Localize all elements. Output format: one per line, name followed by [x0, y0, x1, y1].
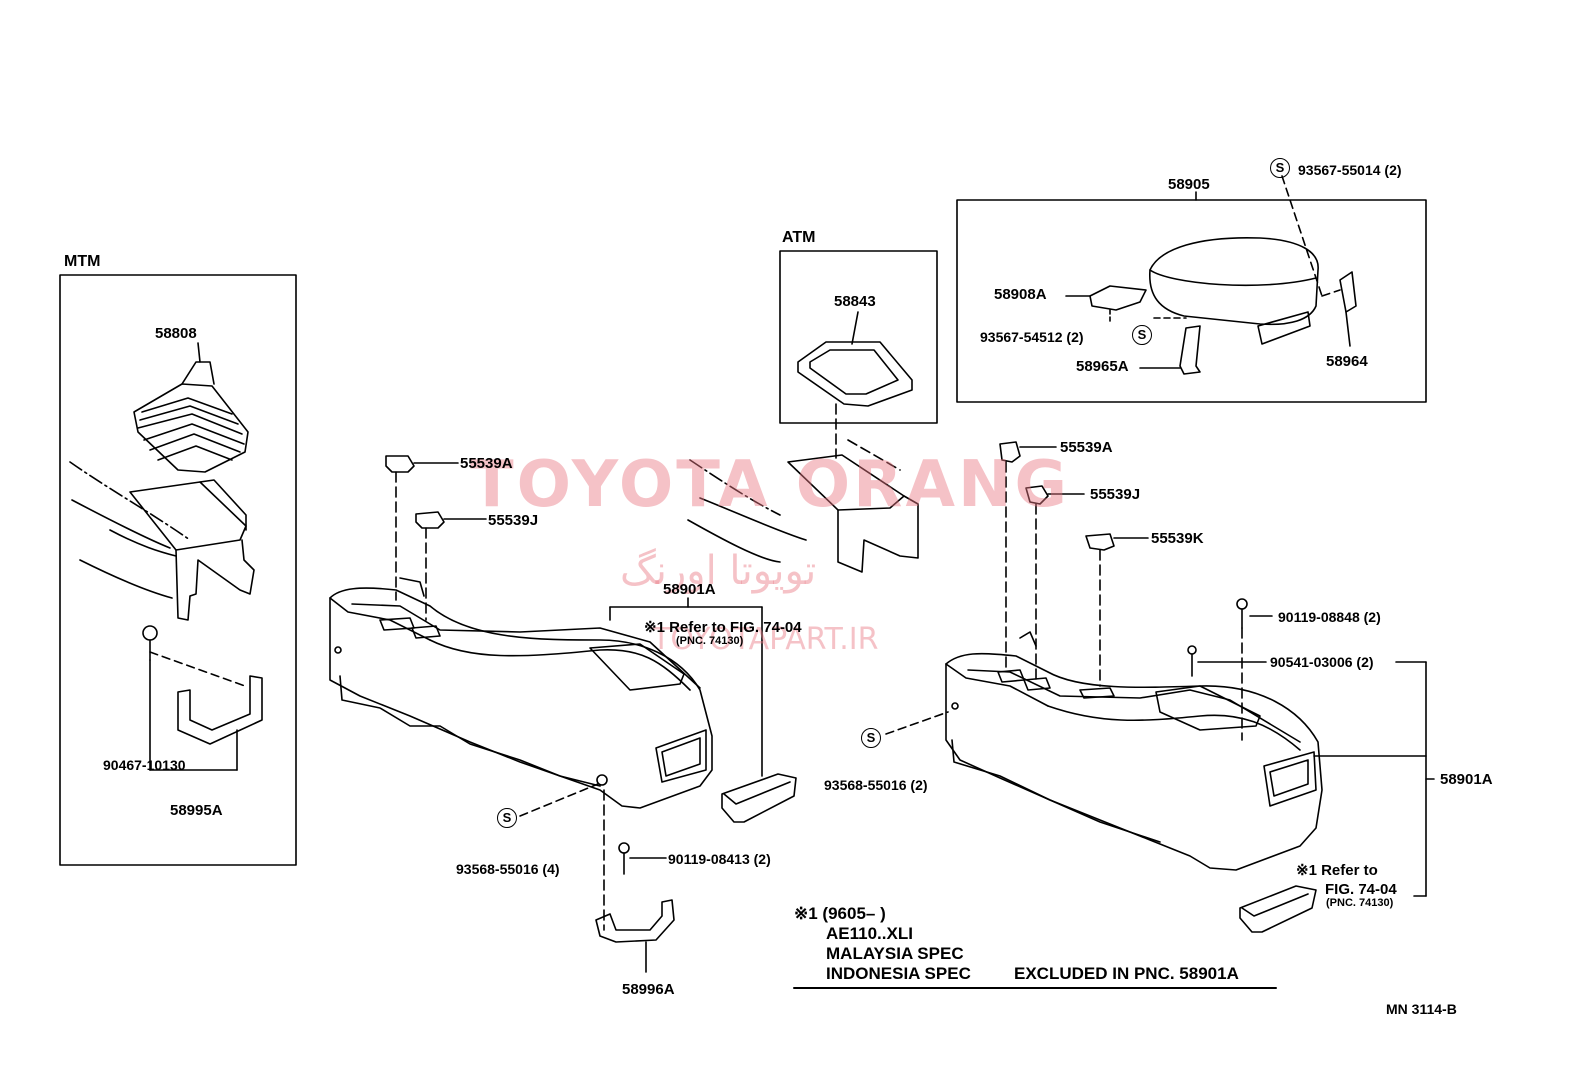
clip-55539J-right	[1025, 485, 1085, 681]
clip-55539A-right	[999, 441, 1057, 671]
s-mark-93568-right: S	[861, 728, 881, 748]
s-mark-93568-left: S	[497, 808, 517, 828]
part-label-58843: 58843	[834, 293, 876, 310]
mtm-box	[59, 274, 297, 866]
part-label-58996A: 58996A	[622, 981, 675, 998]
ref-left: ※1 Refer to FIG. 74-04	[644, 619, 802, 636]
part-label-58901A-right: 58901A	[1440, 771, 1493, 788]
gate-plate-58843	[797, 311, 913, 407]
console-segment-mtm	[69, 461, 255, 621]
screw-90541	[1187, 645, 1267, 677]
ref-right-1: ※1 Refer to	[1296, 862, 1378, 879]
part-label-93568-55016-right: 93568-55016 (2)	[824, 777, 928, 793]
pocket-right	[1239, 885, 1317, 933]
part-label-93567-54512: 93567-54512 (2)	[980, 329, 1084, 345]
screw-90119-08848	[1236, 598, 1273, 741]
part-label-58808: 58808	[155, 325, 197, 342]
armrest-box-58905	[956, 175, 1427, 403]
part-label-58908A: 58908A	[994, 286, 1047, 303]
part-label-90119-08848: 90119-08848 (2)	[1278, 609, 1381, 625]
ref-bracket-left	[609, 597, 763, 777]
part-label-58965A: 58965A	[1076, 358, 1129, 375]
bracket-58996A	[595, 899, 675, 973]
part-label-90119-08413: 90119-08413 (2)	[668, 851, 771, 867]
part-label-55539J-right: 55539J	[1090, 486, 1141, 503]
screw-93568-left	[519, 783, 599, 817]
part-label-55539A-left: 55539A	[460, 455, 513, 472]
console-segment-atm	[687, 403, 919, 573]
page-code: MN 3114-B	[1386, 1001, 1457, 1017]
part-label-58901A-left: 58901A	[663, 581, 716, 598]
footnote-excluded: EXCLUDED IN PNC. 58901A	[1014, 964, 1239, 983]
part-label-58964: 58964	[1326, 353, 1368, 370]
part-label-90541-03006: 90541-03006 (2)	[1270, 654, 1374, 670]
part-label-55539A-right: 55539A	[1060, 439, 1113, 456]
part-label-58995A: 58995A	[170, 802, 223, 819]
clip-55539K	[1085, 533, 1149, 687]
part-label-55539J-left: 55539J	[488, 512, 539, 529]
part-label-90467-10130: 90467-10130	[103, 757, 186, 773]
clip-55539A-left	[385, 455, 459, 601]
bracket-58995A	[149, 651, 263, 771]
screw-90119-08413	[603, 789, 667, 931]
shift-boot-58808	[133, 342, 249, 473]
ref-left-pnc: (PNC. 74130)	[676, 635, 744, 647]
s-mark-93567-54512: S	[1132, 325, 1152, 345]
console-right-58901A	[945, 631, 1323, 871]
footnote-line4: INDONESIA SPEC	[826, 964, 971, 983]
clip-55539J-left	[415, 511, 487, 621]
ref-bracket-right	[1313, 661, 1435, 897]
part-label-58905: 58905	[1168, 176, 1210, 193]
part-label-55539K: 55539K	[1151, 530, 1204, 547]
ref-right-pnc: (PNC. 74130)	[1326, 897, 1394, 909]
screw-90467	[142, 625, 238, 771]
footnote-line1: ※1 (9605– )	[794, 904, 886, 923]
group-label-mtm: MTM	[64, 253, 101, 270]
console-left-58901A	[329, 577, 713, 809]
pocket-left	[721, 773, 797, 823]
group-label-atm: ATM	[782, 229, 816, 246]
part-label-93568-55016-left: 93568-55016 (4)	[456, 861, 560, 877]
footnote-line2: AE110..XLI	[826, 924, 913, 943]
ref-right-2: FIG. 74-04	[1325, 881, 1397, 898]
s-mark-93567-55014: S	[1270, 158, 1290, 178]
screw-93568-right	[885, 711, 949, 735]
footnote-line3: MALAYSIA SPEC	[826, 944, 964, 963]
atm-box	[779, 250, 938, 424]
part-label-93567-55014: 93567-55014 (2)	[1298, 162, 1402, 178]
